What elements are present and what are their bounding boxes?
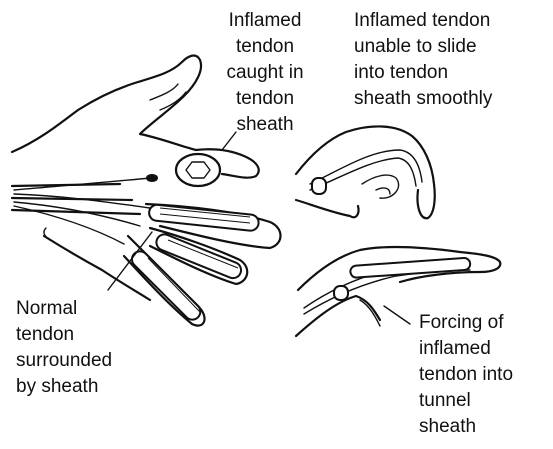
finger-sheath-middle xyxy=(155,233,243,280)
finger-sheath-index xyxy=(148,203,260,232)
label-normal-tendon: Normal tendon surrounded by sheath xyxy=(16,298,113,397)
finger-sheath-ring xyxy=(131,250,202,321)
label-tendon-unable-to-slide: Inflamed tendon unable to slide into ten… xyxy=(354,10,493,109)
bent-finger-drawing xyxy=(294,125,436,220)
straight-finger-drawing xyxy=(294,245,502,338)
leader-line-caught xyxy=(221,131,237,151)
label-forcing-tendon: Forcing of inflamed tendon into tunnel s… xyxy=(419,312,514,437)
label-inflamed-tendon-caught: Inflamed tendon caught in tendon sheath xyxy=(226,10,304,135)
leader-line-forcing xyxy=(383,305,411,325)
leader-line-normal xyxy=(107,231,153,291)
hand-drawing xyxy=(10,54,282,327)
inflamed-tendon-nodule xyxy=(146,152,222,188)
